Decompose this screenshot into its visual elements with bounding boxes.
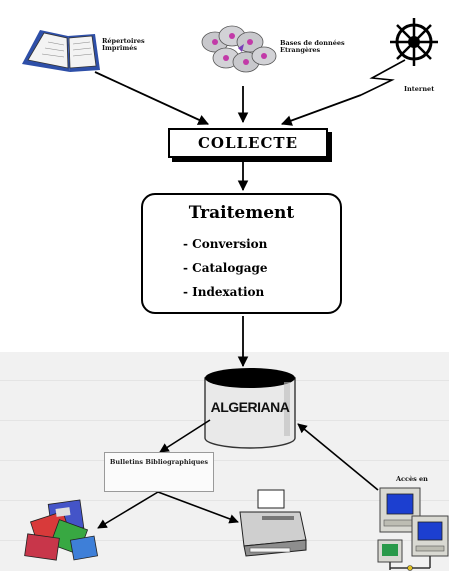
bulletins-box: Bulletins Bibliographiques	[104, 452, 214, 492]
network-computers-icon	[377, 487, 449, 571]
algeriana-label: ALGERIANA	[210, 399, 290, 415]
database-discs-icon	[201, 25, 277, 73]
book-icon	[22, 30, 100, 72]
label-bases: Bases de données Etrangères	[280, 39, 345, 55]
arrow-repertoires	[94, 71, 209, 125]
divider	[0, 460, 449, 461]
step-indexation: - Indexation	[183, 285, 265, 299]
arrow-algeriana-bulletins	[159, 419, 211, 453]
printer-icon	[239, 489, 307, 557]
traitement-title: Traitement	[188, 203, 295, 223]
arrow-acces-algeriana	[297, 423, 379, 491]
divider	[0, 540, 449, 541]
label-repertoires: Répertoires Imprimés	[102, 37, 145, 53]
divider	[0, 500, 449, 501]
traitement-box: Traitement - Conversion - Catalogage - I…	[141, 193, 342, 314]
collecte-box: COLLECTE	[168, 128, 328, 158]
arrow-internet	[280, 94, 362, 126]
floppy-disks-icon	[24, 499, 99, 561]
ship-wheel-icon	[390, 18, 438, 66]
arrow-bulletins-printer	[157, 491, 239, 524]
step-conversion: - Conversion	[183, 237, 268, 251]
label-internet: Internet	[404, 85, 435, 93]
internet-link	[360, 59, 406, 96]
step-catalogage: - Catalogage	[183, 261, 268, 275]
arrow-bulletins-disks	[97, 491, 159, 529]
label-acces: Accès en	[396, 475, 428, 483]
algeriana-cylinder	[204, 368, 296, 449]
